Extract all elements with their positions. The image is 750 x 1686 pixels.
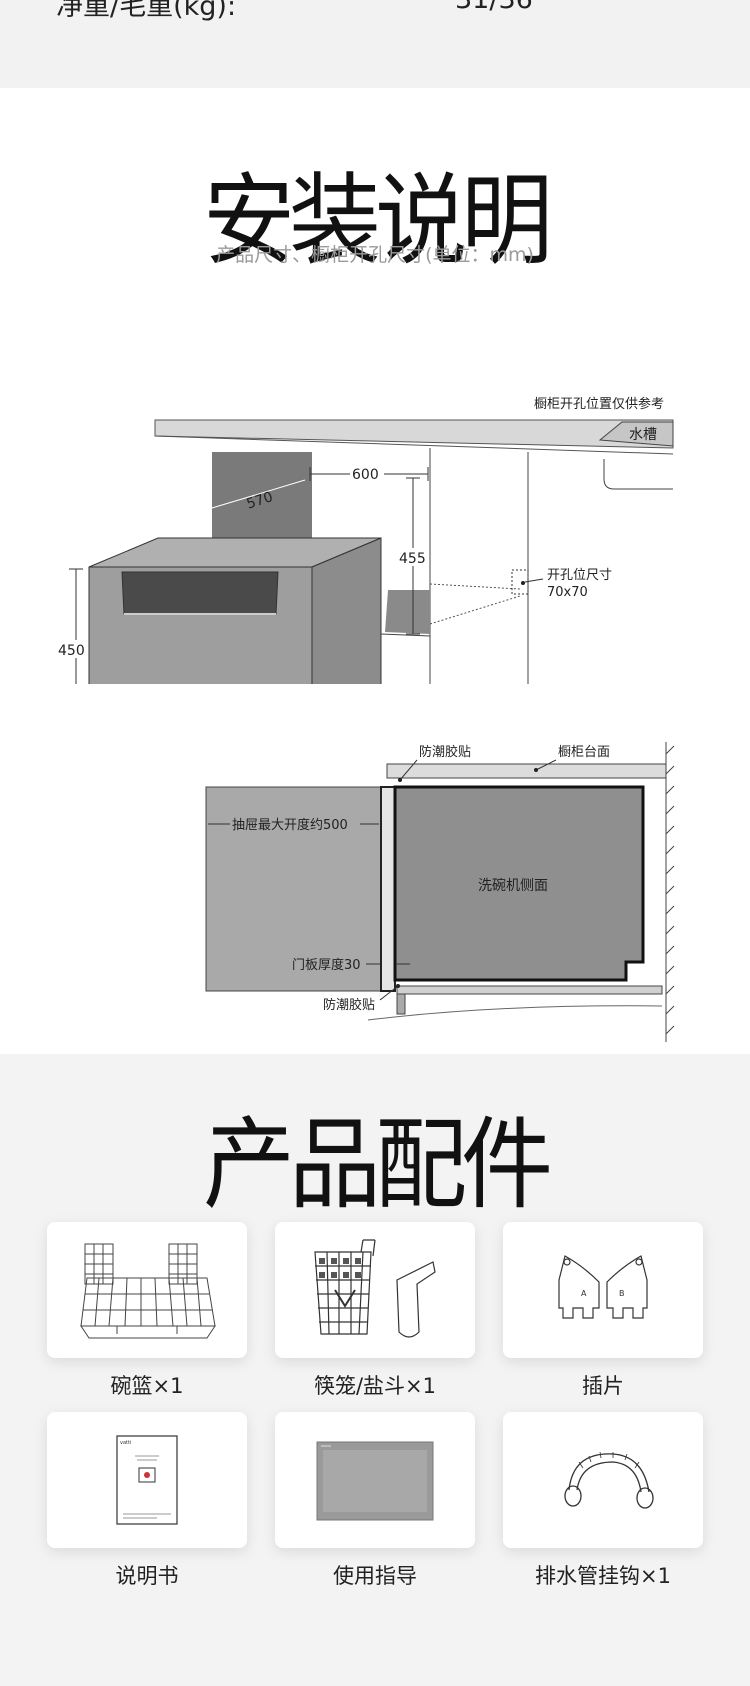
spec-band: 净重/毛重(kg): 31/36 (0, 0, 750, 88)
accessory-item: 排水管挂钩×1 (503, 1412, 703, 1590)
dish-basket-icon (80, 1243, 216, 1339)
manual-icon: vatti (116, 1435, 178, 1525)
accessory-label: 说明书 (115, 1564, 179, 1588)
drain-hook-icon (564, 1451, 654, 1509)
accessory-card: vatti (47, 1412, 247, 1548)
manual-brand: vatti (120, 1440, 131, 1446)
spec-label: 净重/毛重(kg): (56, 0, 237, 22)
insert-clips-icon: A B (558, 1255, 648, 1319)
sink-label: 水槽 (629, 427, 657, 443)
accessory-card (275, 1412, 475, 1548)
accessory-label: 排水管挂钩×1 (535, 1564, 671, 1588)
install-section: 安装说明 产品尺寸、橱柜开孔尺寸(单位：mm) 橱柜开孔位置仅供参考 水槽 开孔… (0, 88, 750, 1054)
accessory-card (275, 1222, 475, 1358)
accessories-title: 产品配件 (202, 1107, 553, 1223)
drawer-open-label: 抽屉最大开度约500 (232, 817, 348, 833)
cutlery-basket-icon (314, 1239, 436, 1338)
hole-label: 开孔位尺寸 (547, 568, 612, 583)
side-view-diagram: 防潮胶贴 橱柜台面 洗碗机侧面 抽屉最大开度约500 门板厚度30 防潮胶贴 (205, 742, 675, 1042)
spec-value: 31/36 (455, 0, 533, 15)
accessory-label: 筷笼/盐斗×1 (313, 1374, 437, 1398)
guide-icon (316, 1441, 434, 1521)
dim-570: 570 (245, 489, 275, 512)
accessory-item: 碗篮×1 (47, 1222, 247, 1400)
moisture-tape-top-label: 防潮胶贴 (419, 744, 471, 760)
accessory-item: vatti 说明书 (47, 1412, 247, 1590)
position-note: 橱柜开孔位置仅供参考 (534, 396, 664, 412)
install-dimension-diagram: 橱柜开孔位置仅供参考 水槽 开孔位尺寸 70x70 600 (58, 396, 674, 684)
dim-450: 450 (58, 643, 85, 659)
dim-455: 455 (399, 551, 426, 567)
svg-text:B: B (619, 1289, 625, 1298)
accessory-card: A B (503, 1222, 703, 1358)
install-subtitle: 产品尺寸、橱柜开孔尺寸(单位：mm) (216, 244, 534, 266)
accessory-item: 筷笼/盐斗×1 (275, 1222, 475, 1400)
accessories-section: 产品配件 (0, 1054, 750, 1686)
svg-text:A: A (581, 1289, 587, 1298)
accessory-item: A B 插片 (503, 1222, 703, 1400)
moisture-tape-bottom-label: 防潮胶贴 (323, 997, 375, 1013)
accessory-label: 使用指导 (333, 1564, 417, 1588)
side-view-label: 洗碗机侧面 (478, 878, 548, 894)
accessory-label: 碗篮×1 (110, 1374, 184, 1398)
accessory-card (503, 1412, 703, 1548)
hole-size: 70x70 (547, 585, 588, 600)
accessory-label: 插片 (582, 1374, 624, 1398)
dim-600: 600 (352, 467, 379, 483)
accessory-card (47, 1222, 247, 1358)
install-title: 安装说明 (202, 163, 553, 279)
door-thickness-label: 门板厚度30 (292, 957, 361, 973)
countertop-label: 橱柜台面 (558, 745, 610, 760)
accessory-item: 使用指导 (275, 1412, 475, 1590)
